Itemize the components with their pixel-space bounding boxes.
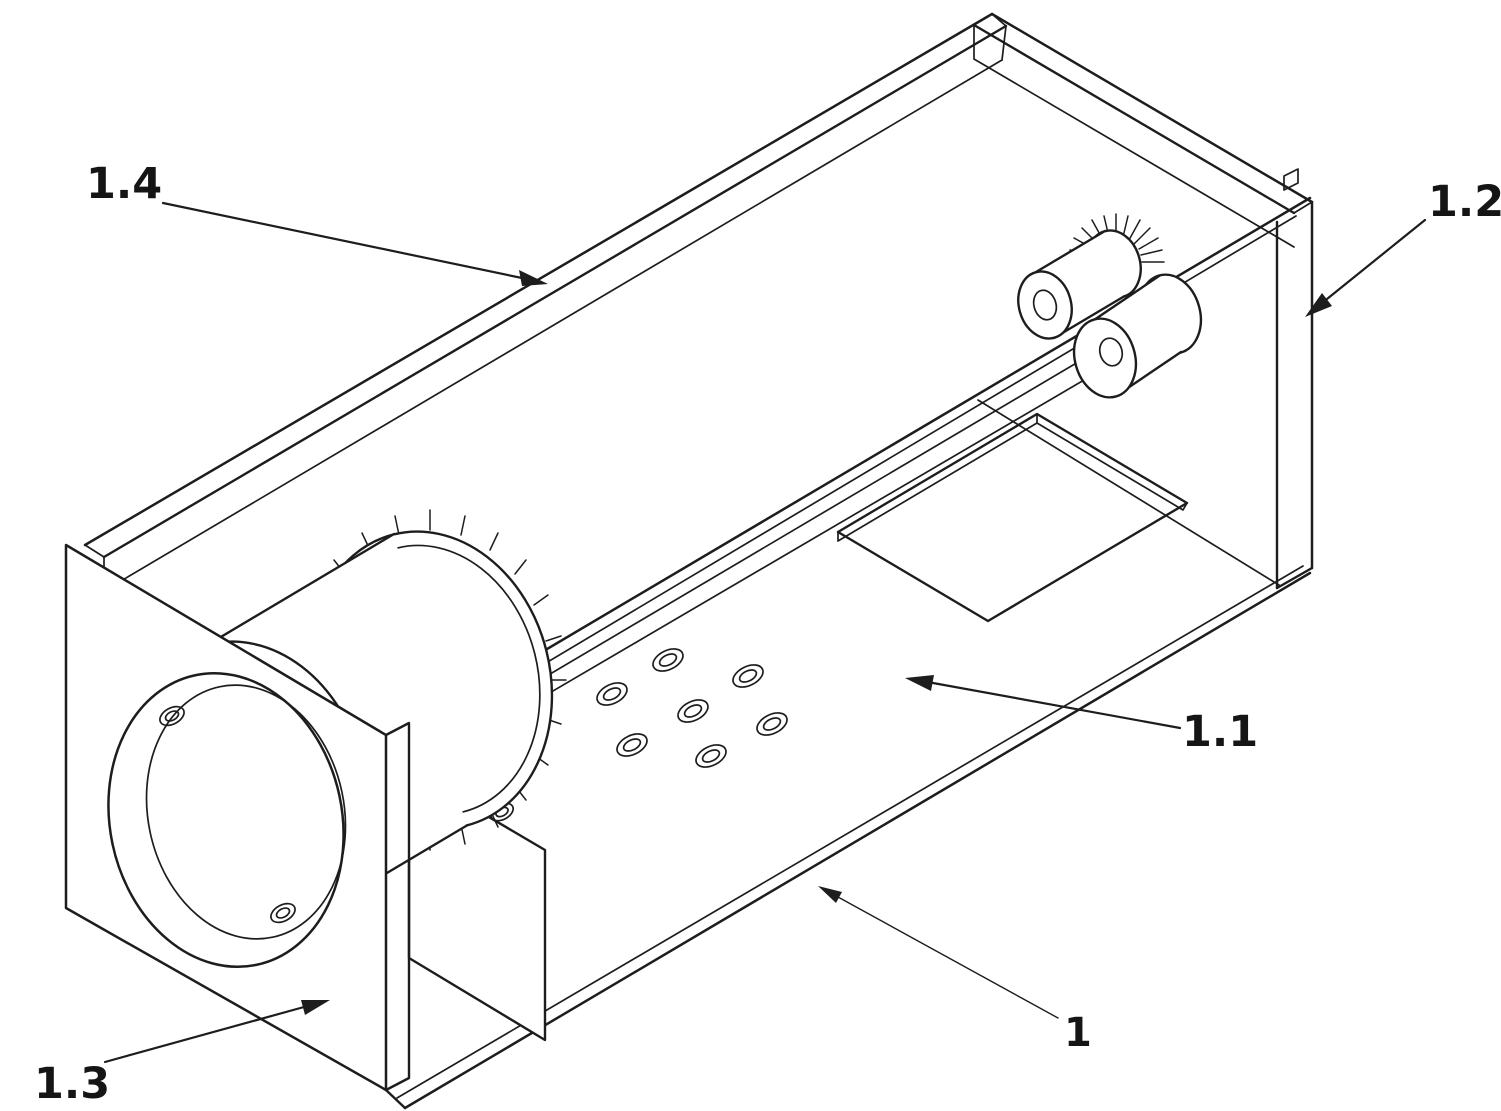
end-plate-bottom-edge bbox=[1275, 566, 1314, 590]
callout-label-bottom-panel: 1.1 bbox=[1182, 707, 1258, 757]
vent-hole bbox=[732, 664, 764, 688]
rail-bottom-inner-edge bbox=[103, 59, 1003, 592]
rect-opening bbox=[836, 412, 1189, 623]
callout-leaders: 1.4 1.2 1.1 1.3 1 bbox=[34, 159, 1501, 1109]
vent-hole-inner bbox=[762, 717, 782, 731]
arrowhead-1 bbox=[818, 886, 842, 903]
panel-back-edge bbox=[977, 399, 1280, 586]
coupling-bore bbox=[1032, 289, 1058, 321]
motor-coupling bbox=[1017, 213, 1203, 399]
end-plate-frame bbox=[1275, 168, 1314, 590]
vent-hole bbox=[756, 712, 788, 736]
leader-line-1-2 bbox=[1325, 218, 1427, 301]
base-edges bbox=[384, 399, 1312, 1110]
front-plate bbox=[64, 543, 411, 1092]
leader-line-1-3 bbox=[103, 1005, 306, 1064]
bottom-outer-edge bbox=[403, 571, 1312, 1110]
back-rail-outer-edge bbox=[990, 12, 1314, 204]
front-bottom-joint bbox=[384, 1088, 407, 1110]
callout-label-end-plate: 1.2 bbox=[1428, 177, 1501, 227]
vent-holes bbox=[596, 648, 788, 768]
front-plate-thickness bbox=[384, 721, 411, 1092]
callout-label-housing: 1 bbox=[1064, 1010, 1092, 1056]
motor-face-hole bbox=[1098, 337, 1124, 367]
opening-depth-lines bbox=[837, 413, 1188, 542]
leader-line-1 bbox=[837, 896, 1059, 1019]
vent-hole bbox=[695, 744, 727, 768]
mount-tab bbox=[1283, 168, 1299, 191]
arrowhead-1-4 bbox=[519, 270, 548, 286]
back-rail-inner-edge bbox=[972, 23, 1296, 215]
arrowhead-1-3 bbox=[301, 1000, 330, 1015]
vent-hole-inner bbox=[683, 704, 703, 718]
arrowhead-1-2 bbox=[1305, 293, 1332, 317]
callout-label-front-plate: 1.3 bbox=[34, 1059, 110, 1109]
leader-line-1-1 bbox=[931, 681, 1182, 730]
plate-screw-hole-inner bbox=[275, 907, 291, 919]
callout-label-top-rail: 1.4 bbox=[86, 159, 162, 209]
vent-hole-inner bbox=[701, 749, 721, 763]
coupling-front-face bbox=[1017, 270, 1073, 340]
vent-hole-inner bbox=[738, 669, 758, 683]
vent-hole-inner bbox=[602, 687, 622, 701]
vent-hole-inner bbox=[658, 653, 678, 667]
lens-bore bbox=[145, 684, 347, 940]
rail-top-inner-edge bbox=[102, 24, 1008, 559]
vent-hole bbox=[616, 733, 648, 757]
plate-screw-hole bbox=[159, 705, 185, 727]
end-plate-top-joint bbox=[1293, 201, 1313, 214]
arrowhead-1-1 bbox=[905, 675, 934, 691]
plate-screw-hole-inner bbox=[164, 710, 180, 722]
lens-opening bbox=[107, 671, 345, 969]
vent-hole-inner bbox=[622, 738, 642, 752]
vent-hole bbox=[677, 699, 709, 723]
back-rail-joints bbox=[973, 13, 1295, 248]
housing-drawing: 1.4 1.2 1.1 1.3 1 bbox=[34, 12, 1501, 1110]
top-back-rail bbox=[972, 12, 1314, 248]
plate-screw-hole bbox=[270, 902, 296, 924]
vent-hole bbox=[596, 682, 628, 706]
bottom-inner-edge bbox=[396, 565, 1304, 1099]
leader-line-1-4 bbox=[161, 201, 524, 280]
motor-front-face bbox=[1072, 317, 1138, 399]
vent-hole bbox=[652, 648, 684, 672]
